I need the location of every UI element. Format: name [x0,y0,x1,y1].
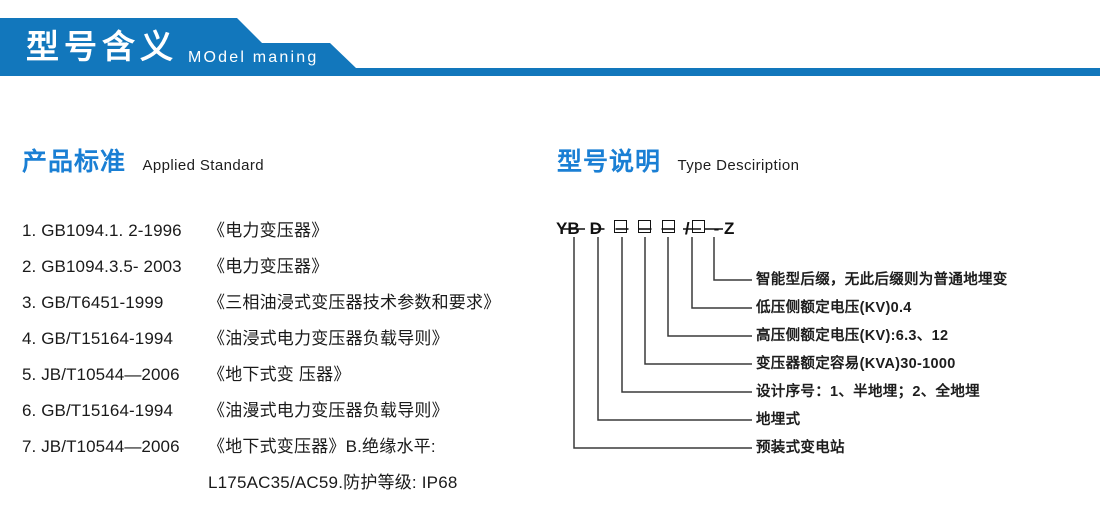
standard-row: 3. GB/T6451-1999 《三相油浸式变压器技术参数和要求》 [22,288,542,324]
leader-line [573,237,752,449]
section-heading-applied-standard: 产品标准 Applied Standard [22,142,264,178]
standard-code: 6. GB/T15164-1994 [22,401,174,420]
standard-continuation-line: L175AC35/AC59.防护等级: IP68 [208,473,458,492]
section-heading-cn: 型号说明 [557,148,662,176]
standard-row: 2. GB1094.3.5- 2003 《电力变压器》 [22,252,542,288]
standard-code: 1. GB1094.1. 2-1996 [22,221,182,240]
annotation-labels: 智能型后缀，无此后缀则为普通地埋变低压侧额定电压(KV)0.4 高压侧额定电压(K… [756,266,1100,462]
model-code-segment: YB [556,219,580,238]
code-placeholder-box [661,220,675,233]
model-code-segment: / [685,219,705,239]
standard-code: 2. GB1094.3.5- 2003 [22,257,182,276]
annotation-label: 预装式变电站 [756,440,845,456]
model-code-segment: D [589,219,602,238]
standard-row: 4. GB/T15164-1994 《油浸式电力变压器负载导则》 [22,324,542,360]
standard-row: 6. GB/T15164-1994 《油漫式电力变压器负载导则》 [22,396,542,432]
banner-subtitle: MOdel maning [188,49,319,66]
model-code-segment [637,219,651,239]
standard-title: 《油漫式电力变压器负载导则》 [208,401,449,420]
standard-code: 3. GB/T6451-1999 [22,293,164,312]
model-code-segment: - Z [713,219,735,238]
annotation-label: 设计序号：1、半地埋；2、全地埋 [756,384,980,400]
annotation-label: 地埋式 [756,412,801,428]
code-placeholder-box [613,220,627,233]
leader-line [644,237,752,365]
banner-shape [0,18,1100,76]
code-placeholder-box [691,220,705,233]
section-heading-en: Applied Standard [142,157,264,174]
leader-line [621,237,752,393]
section-heading-cn: 产品标准 [22,148,127,176]
page-header-banner: 型号含义 MOdel maning [0,0,1100,92]
standard-title: 《电力变压器》 [208,221,329,240]
annotation-label: 变压器额定容易(KVA)30-1000 [756,356,956,372]
standard-title: 《油浸式电力变压器负载导则》 [208,329,449,348]
leader-line [691,237,752,309]
model-code-string: YB D / - Z [556,219,734,239]
standard-code: 7. JB/T10544—2006 [22,437,180,456]
standard-code: 4. GB/T15164-1994 [22,329,174,348]
leader-line [667,237,752,337]
leader-line [713,237,752,281]
standard-title: 《三相油浸式变压器技术参数和要求》 [208,293,501,312]
section-heading-type-description: 型号说明 Type Desciription [557,142,799,178]
annotation-label: 智能型后缀，无此后缀则为普通地埋变 [756,272,1008,288]
standard-title: 《地下式变 压器》 [208,365,351,384]
annotation-label: 高压侧额定电压(KV):6.3、12 [756,328,949,344]
standard-row: 7. JB/T10544—2006 《地下式变压器》B.绝缘水平: [22,432,542,468]
standard-code: 5. JB/T10544—2006 [22,365,180,384]
standard-row: 1. GB1094.1. 2-1996 《电力变压器》 [22,216,542,252]
annotation-label: 低压侧额定电压(KV)0.4 [756,300,912,316]
model-code-segment [613,219,627,239]
standard-title: 《电力变压器》 [208,257,329,276]
standards-list: 1. GB1094.1. 2-1996《电力变压器》2. GB1094.3.5-… [22,216,542,504]
code-placeholder-box [637,220,651,233]
banner-title: 型号含义 [26,28,178,65]
standard-title: 《地下式变压器》B.绝缘水平: [208,437,436,456]
section-heading-en: Type Desciription [677,157,800,174]
model-code-segment [661,219,675,239]
code-slash: / [684,219,690,238]
leader-line [597,237,752,421]
standard-row: 5. JB/T10544—2006 《地下式变 压器》 [22,360,542,396]
